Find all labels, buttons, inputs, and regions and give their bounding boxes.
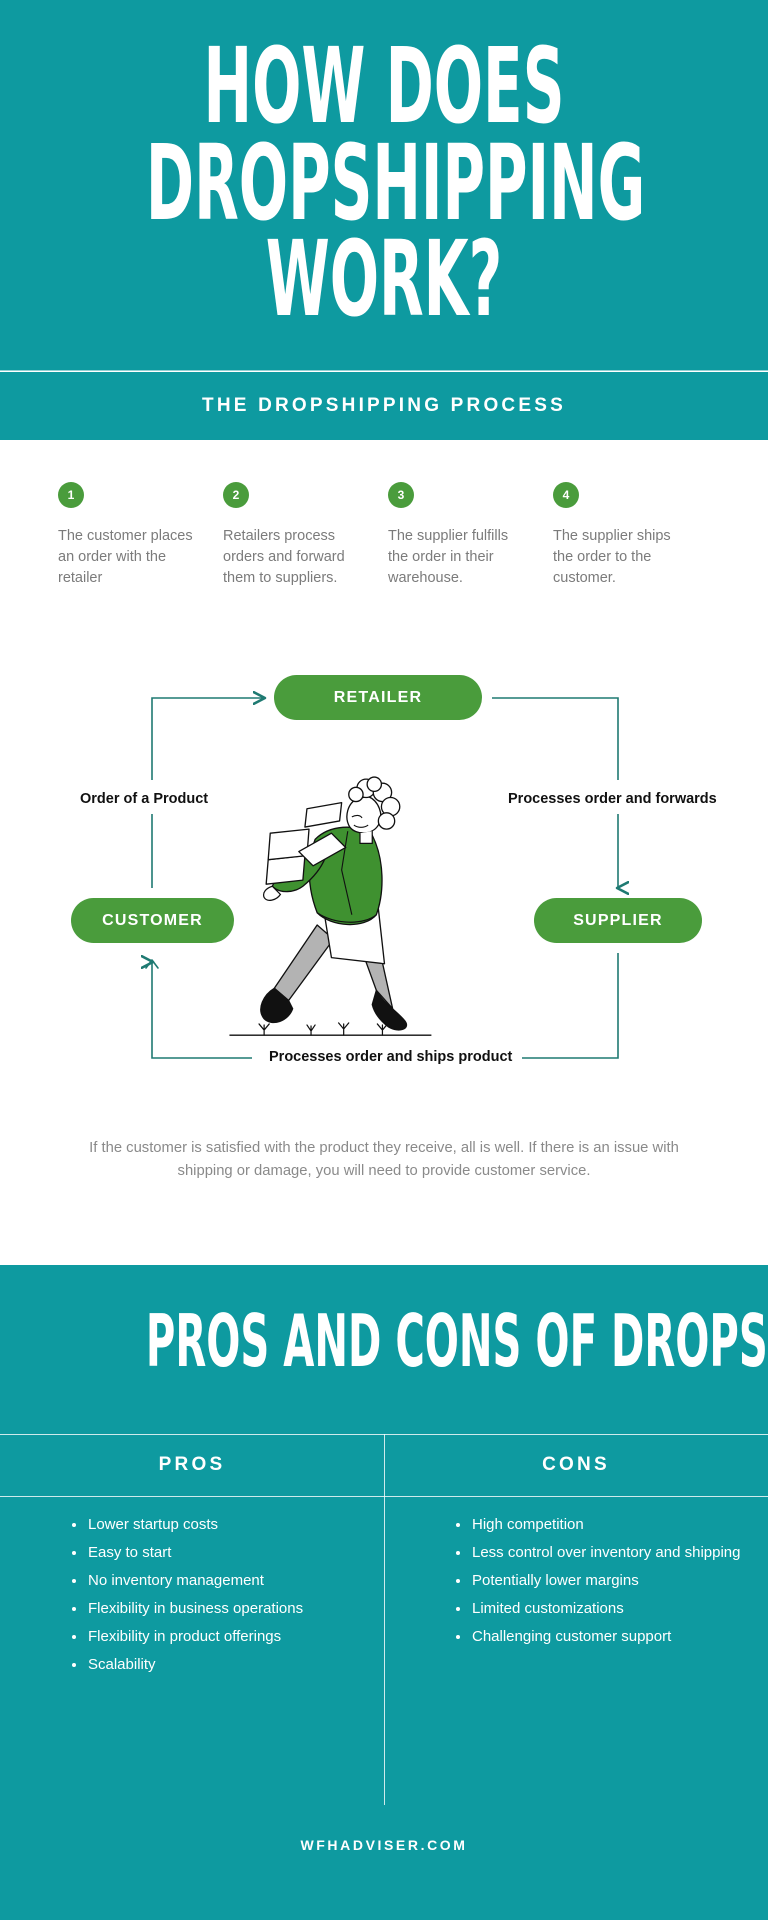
cons-column-header: CONS bbox=[384, 1434, 768, 1496]
pros-column-header: PROS bbox=[0, 1434, 384, 1496]
cons-column-header-label: CONS bbox=[542, 1454, 610, 1475]
list-item: Limited customizations bbox=[456, 1596, 754, 1622]
list-item: Challenging customer support bbox=[456, 1624, 754, 1650]
step-description: Retailers process orders and forward the… bbox=[223, 528, 345, 587]
pros-cons-divider-vertical bbox=[384, 1434, 385, 1805]
step-number-badge: 3 bbox=[388, 482, 414, 508]
footer: WFHADVISER.COM bbox=[0, 1805, 768, 1920]
flow-label-ships: Processes order and ships product bbox=[259, 1049, 523, 1065]
flow-diagram: RETAILER CUSTOMER SUPPLIER Order of a Pr… bbox=[0, 640, 768, 1130]
pros-cons-section: PROS AND CONS OF DROPSHIPPING PROS CONS … bbox=[0, 1265, 768, 1806]
list-item: High competition bbox=[456, 1512, 754, 1538]
list-item: Flexibility in product offerings bbox=[72, 1624, 370, 1650]
process-step: 2 Retailers process orders and forward t… bbox=[223, 482, 388, 589]
flow-node-customer[interactable]: CUSTOMER bbox=[71, 898, 234, 943]
pros-cons-title: PROS AND CONS OF DROPSHIPPING bbox=[145, 1299, 768, 1383]
connector-right-label-gap bbox=[610, 780, 626, 814]
closing-note: If the customer is satisfied with the pr… bbox=[89, 1140, 679, 1179]
step-number-badge: 2 bbox=[223, 482, 249, 508]
connector-supplier-to-customer bbox=[152, 953, 619, 1059]
flow-node-customer-label: CUSTOMER bbox=[102, 911, 203, 929]
process-section-banner: THE DROPSHIPPING PROCESS bbox=[0, 372, 768, 440]
process-step: 4 The supplier ships the order to the cu… bbox=[553, 482, 718, 589]
cons-list: High competition Less control over inven… bbox=[384, 1512, 768, 1652]
flow-node-supplier[interactable]: SUPPLIER bbox=[534, 898, 702, 943]
process-banner-label: THE DROPSHIPPING PROCESS bbox=[202, 395, 566, 416]
hero-divider bbox=[0, 370, 768, 372]
process-step: 3 The supplier fulfills the order in the… bbox=[388, 482, 553, 589]
step-number-badge: 1 bbox=[58, 482, 84, 508]
list-item: Easy to start bbox=[72, 1540, 370, 1566]
step-number-badge: 4 bbox=[553, 482, 579, 508]
step-description: The customer places an order with the re… bbox=[58, 528, 193, 587]
connector-customer-to-retailer bbox=[151, 698, 264, 888]
flow-node-retailer-label: RETAILER bbox=[333, 688, 423, 706]
connector-left-label-gap bbox=[144, 780, 160, 814]
process-step: 1 The customer places an order with the … bbox=[58, 482, 223, 589]
pros-column-header-label: PROS bbox=[158, 1454, 226, 1475]
list-item: Lower startup costs bbox=[72, 1512, 370, 1538]
flow-label-order: Order of a Product bbox=[80, 791, 209, 807]
flow-node-retailer[interactable]: RETAILER bbox=[274, 675, 482, 720]
list-item: Less control over inventory and shipping bbox=[456, 1540, 754, 1566]
flow-node-supplier-label: SUPPLIER bbox=[573, 911, 663, 929]
flow-label-forward: Processes order and forwards bbox=[508, 791, 717, 807]
list-item: Potentially lower margins bbox=[456, 1568, 754, 1594]
connector-bottom-arrowhead bbox=[145, 959, 159, 969]
pros-list: Lower startup costs Easy to start No inv… bbox=[0, 1512, 384, 1681]
process-steps: 1 The customer places an order with the … bbox=[58, 482, 718, 589]
step-description: The supplier fulfills the order in their… bbox=[388, 528, 509, 587]
connector-retailer-to-supplier bbox=[492, 697, 618, 888]
list-item: No inventory management bbox=[72, 1568, 370, 1594]
list-item: Flexibility in business operations bbox=[72, 1596, 370, 1622]
footer-site-label[interactable]: WFHADVISER.COM bbox=[300, 1837, 468, 1853]
process-body-panel: 1 The customer places an order with the … bbox=[0, 440, 768, 1265]
hero-section: HOW DOES DROPSHIPPING WORK? bbox=[0, 0, 768, 371]
page-title: HOW DOES DROPSHIPPING WORK? bbox=[145, 25, 646, 341]
list-item: Scalability bbox=[72, 1652, 370, 1678]
step-description: The supplier ships the order to the cust… bbox=[553, 528, 671, 587]
